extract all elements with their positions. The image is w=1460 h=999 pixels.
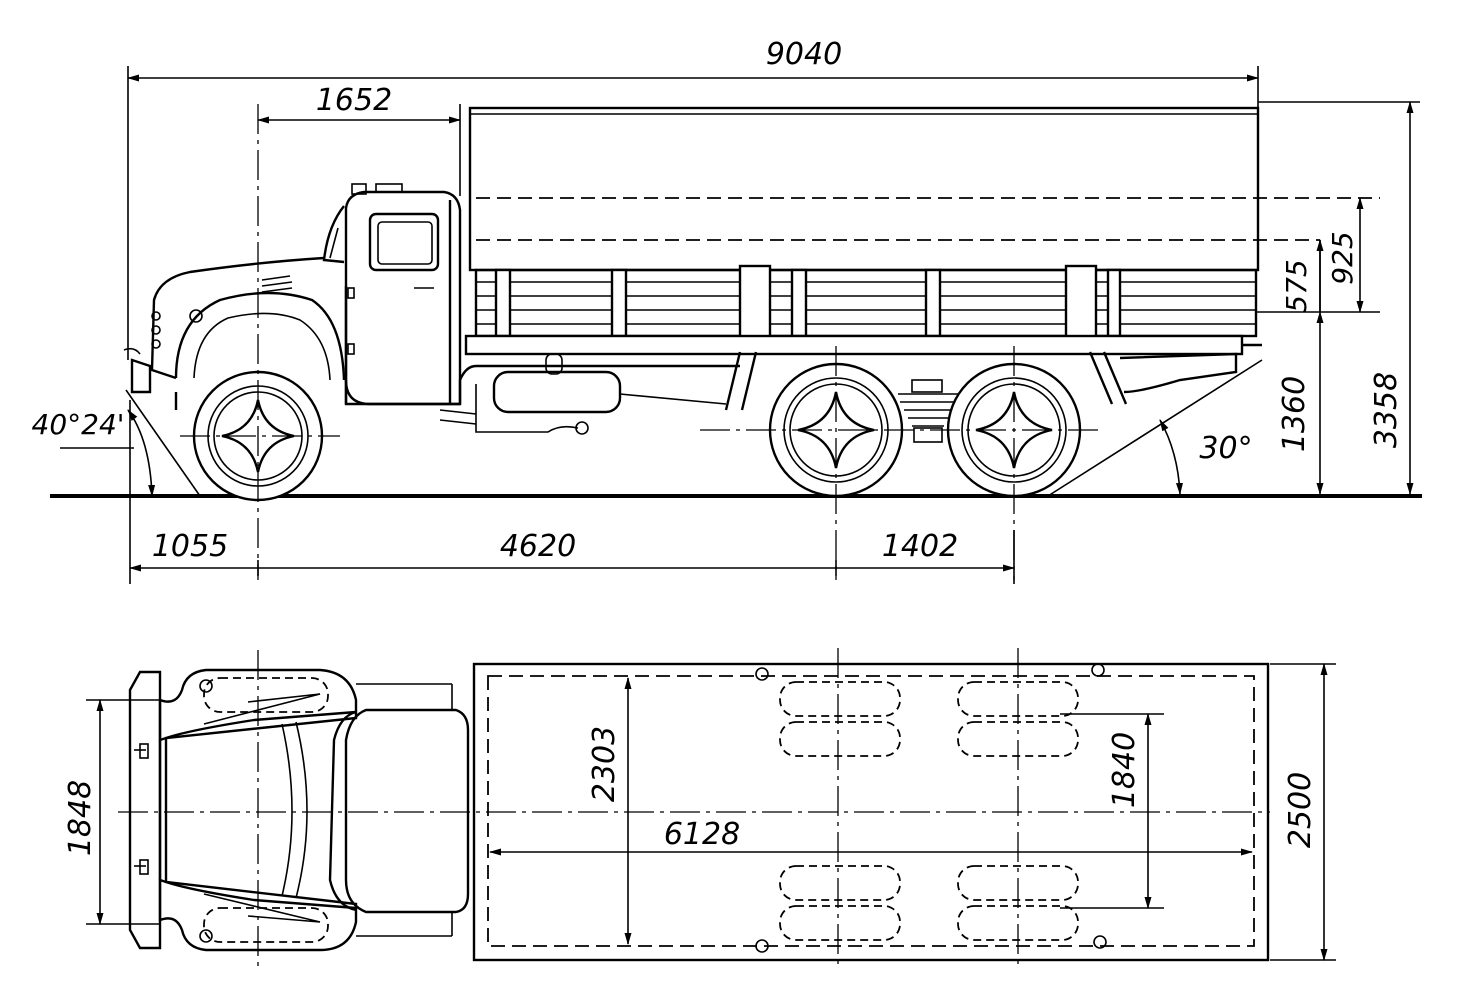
- label-front-overhang: 1055: [152, 529, 228, 564]
- label-side-height: 575: [1280, 259, 1313, 312]
- label-overall-length: 9040: [766, 37, 842, 72]
- hood-top: [158, 668, 358, 952]
- label-overall-width: 2500: [1283, 772, 1318, 848]
- cargo-body: [464, 106, 1380, 411]
- top-view: 1848 2303 6128 1840 2500: [63, 648, 1336, 966]
- label-front-track: 1848: [63, 780, 98, 856]
- label-tarp-height: 925: [1326, 231, 1359, 284]
- label-rear-bogie: 1402: [882, 529, 958, 564]
- label-inner-width: 2303: [587, 726, 622, 802]
- front-bumper: [128, 670, 162, 950]
- label-front-to-body: 1652: [316, 83, 392, 118]
- side-view: 9040 1652 1055 4620 1402 40°24' 30° 925 …: [32, 37, 1422, 584]
- label-wheelbase: 4620: [500, 529, 576, 564]
- label-approach-angle: 40°24': [32, 408, 125, 441]
- chassis: [439, 353, 960, 443]
- hood: [123, 256, 460, 410]
- cab-top: [328, 683, 470, 937]
- label-overall-height: 3358: [1369, 372, 1404, 448]
- label-departure-angle: 30°: [1199, 431, 1252, 466]
- label-rear-track: 1840: [1107, 732, 1142, 808]
- label-platform-height: 1360: [1277, 376, 1312, 452]
- cargo-platform-top: [472, 662, 1270, 962]
- label-inner-length: 6128: [664, 817, 740, 852]
